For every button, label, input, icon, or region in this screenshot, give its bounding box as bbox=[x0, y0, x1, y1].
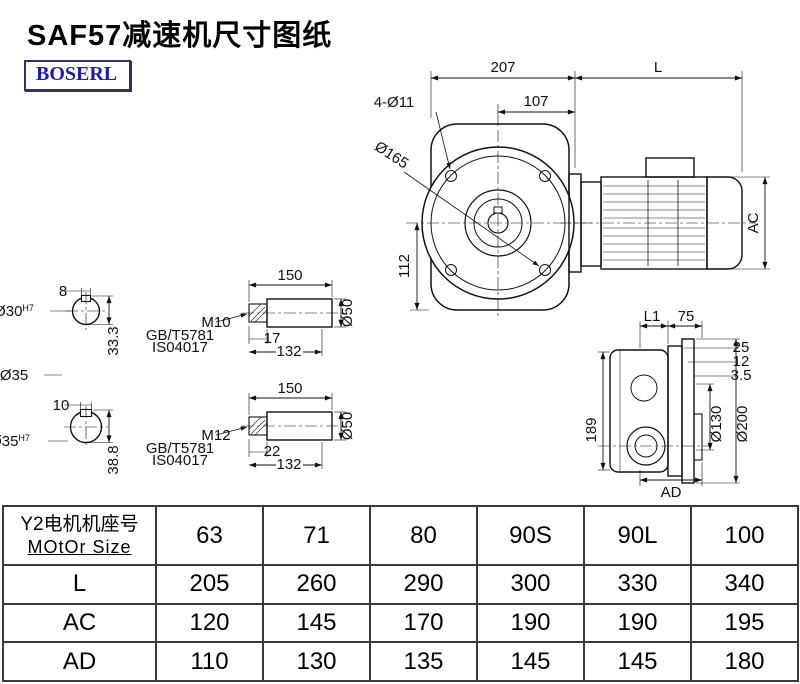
shaft2-thread-end bbox=[248, 416, 268, 436]
page-title: SAF57减速机尺寸图纸 bbox=[27, 20, 333, 52]
motor-cooling-fins bbox=[603, 185, 705, 261]
table-cell: 190 bbox=[583, 602, 692, 644]
motor-size-header-en: MOtOr Size bbox=[27, 536, 132, 557]
bolt-callout-label: 4-Ø11 bbox=[374, 94, 415, 111]
shaft1-standard1-label: GB/T5781 bbox=[146, 327, 214, 344]
table-row-motor-size: Y2电机机座号 MOtOr Size 63 71 80 90S 90L 100 bbox=[2, 504, 799, 567]
dia-200-label: Ø200 bbox=[734, 406, 751, 443]
shaft-detail-1: 150 M10 GB/T5781 IS04017 17 132 Ø50 bbox=[146, 267, 356, 360]
shaft1-132-label: 132 bbox=[276, 343, 301, 360]
gearbox-side-view: L1 75 25 12 3.5 189 Ø130 Ø200 AD bbox=[583, 308, 751, 501]
table-cell: 120 bbox=[155, 602, 264, 644]
bolt-hole bbox=[539, 264, 551, 276]
technical-drawing: 207 L 107 4-Ø11 Ø165 112 AC 8 Ø30H7 33.3 bbox=[0, 59, 770, 501]
motor-size-header-cn: Y2电机机座号 bbox=[20, 513, 139, 535]
terminal-box bbox=[645, 157, 695, 178]
table-row-L: L 205 260 290 300 330 340 bbox=[2, 564, 799, 605]
dim-3-5-label: 3.5 bbox=[731, 367, 752, 384]
table-cell: 90S bbox=[476, 504, 585, 567]
table-cell: 170 bbox=[369, 602, 478, 644]
shaft1-thread-length-label: 17 bbox=[264, 330, 281, 347]
table-cell: 135 bbox=[369, 641, 478, 682]
shaft-diameter-callout: Ø35 bbox=[0, 367, 28, 384]
output-bore-inner bbox=[634, 434, 658, 458]
output-bore-outer bbox=[626, 426, 666, 466]
shaft2-standard1-label: GB/T5781 bbox=[146, 440, 214, 457]
shaft1-diameter-label: Ø50 bbox=[339, 299, 356, 327]
motor-side-view bbox=[560, 157, 756, 273]
dim-AC-label: AC bbox=[745, 212, 762, 233]
table-cell: 130 bbox=[262, 641, 371, 682]
shaft1-standard2-label: IS04017 bbox=[152, 339, 208, 356]
dimension-table: Y2电机机座号 MOtOr Size 63 71 80 90S 90L 100 … bbox=[2, 504, 799, 682]
bolt-hole bbox=[445, 264, 457, 276]
flange-diameter-label: Ø165 bbox=[371, 138, 411, 172]
table-cell: 205 bbox=[155, 564, 264, 605]
table-cell: 100 bbox=[690, 504, 799, 567]
bore-view-2: 10 Ø35H7 38.8 bbox=[0, 397, 122, 475]
shaft2-diameter-label: Ø50 bbox=[339, 412, 356, 440]
dim-107-label: 107 bbox=[523, 93, 548, 110]
shaft-detail-2: 150 M12 GB/T5781 IS04017 22 132 Ø50 bbox=[146, 380, 356, 473]
shaft2-thread-label: M12 bbox=[201, 427, 230, 444]
bore2-depth-label: 38.8 bbox=[105, 445, 122, 474]
keyway-notch bbox=[493, 206, 503, 214]
bolt-hole bbox=[445, 170, 457, 182]
bore1-depth-label: 33.3 bbox=[105, 326, 122, 355]
bolt-hole bbox=[539, 170, 551, 182]
bore2-diameter-label: Ø35H7 bbox=[0, 433, 30, 450]
table-cell: 190 bbox=[476, 602, 585, 644]
table-cell: 195 bbox=[690, 602, 799, 644]
bore-view-1: 8 Ø30H7 33.3 Ø35 bbox=[0, 283, 122, 384]
dia-130-label: Ø130 bbox=[708, 406, 725, 443]
row-label: AC bbox=[2, 602, 157, 644]
table-row-AD: AD 110 130 135 145 145 180 bbox=[2, 641, 799, 682]
table-cell: 110 bbox=[155, 641, 264, 682]
table-cell: 90L bbox=[583, 504, 692, 567]
motor-size-header: Y2电机机座号 MOtOr Size bbox=[2, 504, 157, 567]
dim-75-label: 75 bbox=[678, 308, 695, 325]
table-cell: 145 bbox=[476, 641, 585, 682]
flange-hub bbox=[693, 413, 703, 461]
table-cell: 145 bbox=[583, 641, 692, 682]
row-label: L bbox=[2, 564, 157, 605]
shaft2-thread-length-label: 22 bbox=[264, 443, 281, 460]
table-cell: 63 bbox=[155, 504, 264, 567]
table-cell: 290 bbox=[369, 564, 478, 605]
table-cell: 80 bbox=[369, 504, 478, 567]
bore1-keyway-width-label: 8 bbox=[59, 283, 67, 300]
flange-disc bbox=[681, 338, 695, 484]
shaft1-thread-end bbox=[248, 303, 268, 323]
dim-189-label: 189 bbox=[583, 417, 600, 442]
dim-207-label: 207 bbox=[490, 59, 515, 76]
dim-L1-label: L1 bbox=[644, 308, 661, 325]
table-cell: 300 bbox=[476, 564, 585, 605]
table-cell: 71 bbox=[262, 504, 371, 567]
flange-plate bbox=[667, 345, 683, 477]
side-housing bbox=[609, 349, 669, 473]
table-cell: 340 bbox=[690, 564, 799, 605]
gearbox-front-view bbox=[406, 123, 592, 318]
bore2-keyway-width-label: 10 bbox=[53, 397, 70, 414]
dim-AD-label: AD bbox=[661, 484, 682, 501]
bore1-diameter-label: Ø30H7 bbox=[0, 303, 34, 320]
row-label: AD bbox=[2, 641, 157, 682]
dim-112-label: 112 bbox=[396, 254, 413, 278]
table-cell: 260 bbox=[262, 564, 371, 605]
shaft2-standard2-label: IS04017 bbox=[152, 452, 208, 469]
table-cell: 180 bbox=[690, 641, 799, 682]
table-cell: 330 bbox=[583, 564, 692, 605]
shaft1-length-label: 150 bbox=[277, 267, 302, 284]
brand-logo: BOSERL bbox=[24, 60, 132, 91]
shaft1-thread-label: M10 bbox=[201, 314, 230, 331]
shaft2-132-label: 132 bbox=[276, 456, 301, 473]
table-cell: 145 bbox=[262, 602, 371, 644]
table-row-AC: AC 120 145 170 190 190 195 bbox=[2, 602, 799, 644]
shaft2-length-label: 150 bbox=[277, 380, 302, 397]
dim-L-label: L bbox=[654, 59, 662, 76]
